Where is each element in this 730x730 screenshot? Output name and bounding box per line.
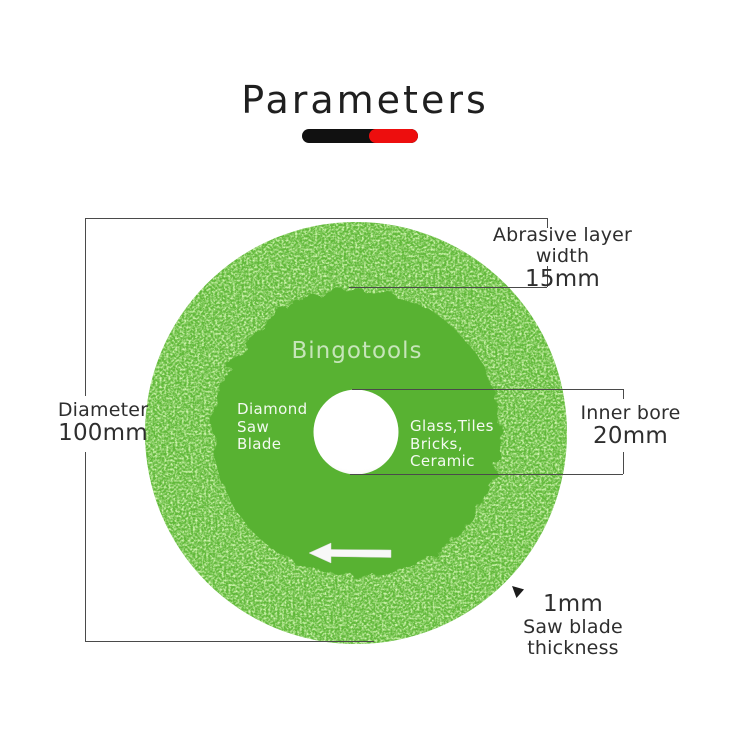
annotation-abrasive-width: Abrasive layer width 15mm: [465, 225, 660, 292]
thickness-pointer-icon: [512, 585, 524, 598]
measure-line-bore-bottom: [350, 474, 623, 475]
annotation-thickness: 1mm Saw blade thickness: [478, 592, 668, 659]
measure-tick-bore-bottom: [623, 452, 624, 474]
annotation-inner-bore: Inner bore 20mm: [548, 403, 713, 449]
measure-tick-bore-top: [623, 389, 624, 399]
thickness-label: Saw blade thickness: [523, 616, 623, 659]
inner-bore-label: Inner bore: [580, 402, 681, 424]
rotation-direction-arrow-icon: [308, 542, 392, 564]
title-divider-red-segment: [369, 129, 418, 143]
measure-tick-abrasive-top: [547, 218, 548, 228]
abrasive-width-value: 15mm: [525, 266, 600, 292]
blade-right-label-line: Bricks,: [410, 434, 463, 453]
measure-line-top: [85, 218, 547, 219]
blade-right-label-line: Ceramic: [410, 452, 475, 470]
blade-left-label-line: Blade: [237, 435, 282, 453]
thickness-value: 1mm: [542, 591, 604, 617]
measure-line-bore-top: [352, 389, 623, 390]
inner-bore-hole: [313, 389, 399, 475]
blade-right-label: Glass,Tiles Bricks, Ceramic: [410, 417, 494, 471]
blade-left-label: Diamond Saw Blade: [237, 400, 308, 454]
measure-line-diameter-upper: [85, 218, 86, 396]
measure-line-diameter-lower: [85, 452, 86, 641]
diameter-value: 100mm: [58, 420, 148, 446]
page-title: Parameters: [241, 78, 489, 122]
blade-left-label-line: Diamond: [237, 400, 308, 418]
measure-line-abrasive-inner: [349, 287, 547, 288]
diameter-label: Diameter: [57, 399, 149, 421]
abrasive-width-label: Abrasive layer width: [492, 224, 633, 267]
blade-brand-text: Bingotools: [291, 338, 423, 364]
measure-tick-abrasive-bottom: [547, 266, 548, 287]
annotation-diameter: Diameter 100mm: [28, 400, 178, 446]
measure-line-bottom: [85, 641, 374, 642]
inner-bore-value: 20mm: [593, 423, 668, 449]
blade-left-label-line: Saw: [237, 417, 270, 436]
blade-right-label-line: Glass,Tiles: [410, 417, 494, 435]
title-divider-bar: [302, 129, 418, 143]
